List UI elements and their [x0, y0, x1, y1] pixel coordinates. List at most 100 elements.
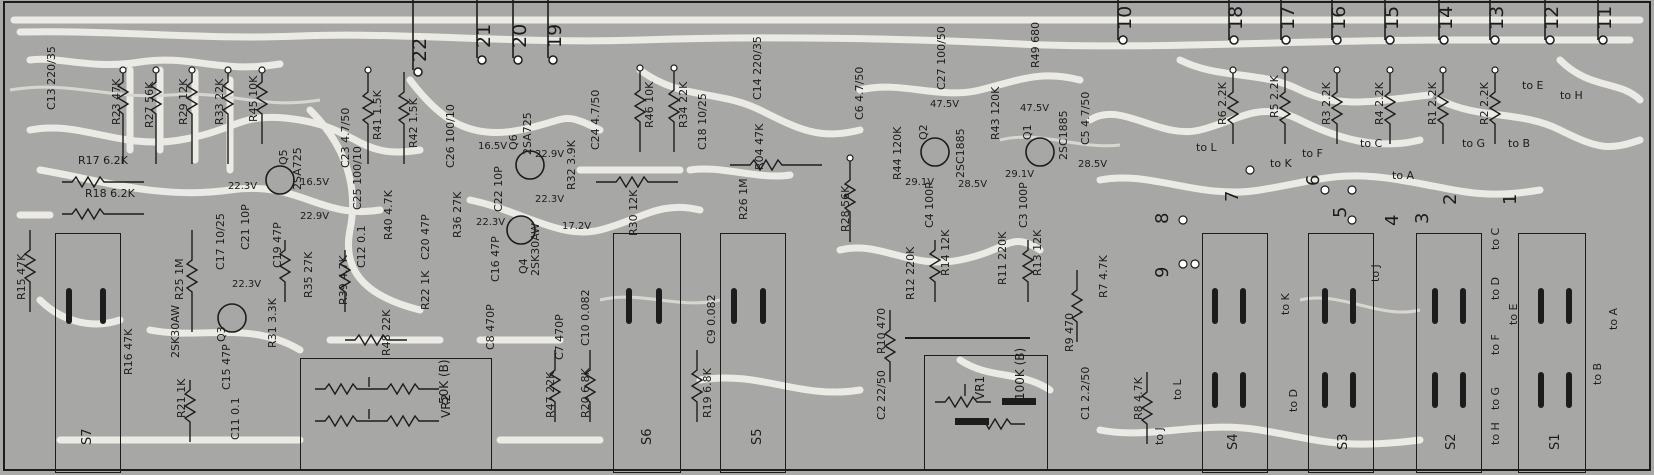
switch-s4 [1202, 233, 1268, 473]
label-c1: C1 2.2/50 [1079, 366, 1092, 420]
label-c23: C23 4.7/50 [339, 107, 352, 168]
switch-label-s5: S5 [750, 428, 765, 445]
label-r42: R42 1.5K [407, 98, 420, 148]
label-q3-type: 2SK30AW [169, 305, 182, 358]
switch-label-s4: S4 [1226, 433, 1241, 450]
pin-12: 12 [1541, 5, 1563, 30]
label-r35: R35 27K [302, 251, 315, 298]
jump-label: to J [1369, 264, 1382, 282]
label-r10: R10 470 [875, 307, 888, 354]
voltage-annotation: 47.5V [1020, 103, 1050, 114]
pot-vr1-value: 100K (B) [1013, 347, 1027, 400]
jump-label: to G [1489, 386, 1502, 410]
pin-18: 18 [1225, 5, 1247, 30]
pad-number: 4 [1382, 214, 1403, 226]
jump-label: to L [1196, 141, 1217, 154]
voltage-annotation: 17.2V [562, 221, 592, 232]
pin-20: 20 [509, 23, 531, 48]
label-c3: C3 100P [1017, 182, 1030, 228]
pot-vr2-value: 50K (B) [437, 359, 451, 404]
label-r23: R23 47K [110, 78, 123, 125]
label-r17: R17 6.2K [78, 154, 128, 167]
label-c26: C26 100/10 [444, 104, 457, 168]
label-r25: R25 1M [173, 258, 186, 300]
label-c22: C22 10P [492, 166, 505, 212]
label-r14: R14 12K [939, 229, 952, 276]
label-r33: R33 22K [213, 78, 226, 125]
jump-label: to K [1279, 293, 1292, 315]
label-r27: R27 56K [143, 81, 156, 128]
label-r22: R22 1K [419, 270, 432, 310]
label-r13: R13 12K [1031, 229, 1044, 276]
jump-label: to C [1489, 227, 1502, 250]
pad-number: 2 [1440, 193, 1461, 205]
pad-number: 1 [1500, 193, 1521, 205]
jump-label: to J [1153, 427, 1166, 445]
label-r43: R43 120K [989, 86, 1002, 140]
label-c11: C11 0.1 [229, 397, 242, 440]
pad-number: 6 [1303, 174, 1324, 186]
label-q1: Q1 [1021, 124, 1034, 140]
label-c10: C10 0.082 [579, 289, 592, 346]
pot-vr2-symbol [315, 377, 439, 428]
label-r39: R39 4.7K [337, 255, 350, 305]
label-r36: R36 27K [451, 191, 464, 238]
voltage-annotation: 28.5V [1078, 159, 1108, 170]
label-q2: Q2 [917, 124, 930, 140]
label-c20: C20 47P [419, 214, 432, 260]
switch-label-s6: S6 [640, 428, 655, 445]
label-c5: C5 4.7/50 [1079, 91, 1092, 145]
label-r40: R40 4.7K [382, 190, 395, 240]
pot-vr1-label: VR1 [973, 375, 987, 400]
pad-number: 8 [1152, 212, 1173, 224]
label-r21: R21 1K [175, 378, 188, 418]
label-q2-type: 2SC1885 [954, 128, 967, 178]
pin-13: 13 [1486, 5, 1508, 30]
pin-14: 14 [1435, 5, 1457, 30]
jump-label: to A [1607, 307, 1620, 330]
label-r26: R26 1M [737, 178, 750, 220]
jump-label: to C [1360, 137, 1383, 150]
label-r31: R31 3.3K [266, 298, 279, 348]
switch-label-s7: S7 [80, 428, 95, 445]
voltage-annotation: 16.5V [300, 177, 330, 188]
label-r8: R8 4.7K [1132, 377, 1145, 420]
switch-s1 [1518, 233, 1586, 473]
label-q6-type: 2SA725 [521, 112, 534, 155]
label-r49: R49 680 [1029, 21, 1042, 68]
label-r12: R12 220K [904, 246, 917, 300]
pot-vr1-symbol [935, 384, 1025, 431]
pad-number: 3 [1412, 212, 1433, 224]
pot-vr1 [924, 355, 1048, 470]
label-q5: Q5 [277, 149, 290, 165]
switch-label-s2: S2 [1444, 433, 1459, 450]
label-c19: C19 47P [271, 222, 284, 268]
jump-label: to D [1287, 388, 1300, 412]
jump-label: to B [1591, 362, 1604, 385]
jump-label: to B [1508, 137, 1531, 150]
voltage-annotation: 47.5V [930, 99, 960, 110]
jump-label: to F [1302, 147, 1323, 160]
label-q1-type: 2SC1885 [1057, 110, 1070, 160]
jump-label: to F [1489, 334, 1502, 355]
pad-number: 9 [1152, 266, 1173, 278]
switch-s2 [1416, 233, 1482, 473]
jump-label: to K [1270, 157, 1292, 170]
pin-21: 21 [473, 23, 495, 48]
pin-10: 10 [1114, 5, 1136, 30]
label-r47: R47 22K [544, 371, 557, 418]
label-r28: R28 56K [839, 185, 852, 232]
pad-number: 5 [1330, 206, 1351, 218]
label-r20: R20 6.8K [579, 368, 592, 418]
pot-vr2 [300, 358, 492, 470]
label-q4: Q4 [517, 258, 530, 274]
label-c13: C13 220/35 [45, 46, 58, 110]
label-r44: R44 120K [891, 126, 904, 180]
pin-17: 17 [1277, 5, 1299, 30]
label-c12: C12 0.1 [355, 225, 368, 268]
label-q3: Q3 [215, 326, 228, 342]
label-r5: R5 2.2K [1268, 75, 1281, 118]
jump-label: to A [1392, 169, 1415, 182]
switch-s5 [720, 233, 786, 473]
